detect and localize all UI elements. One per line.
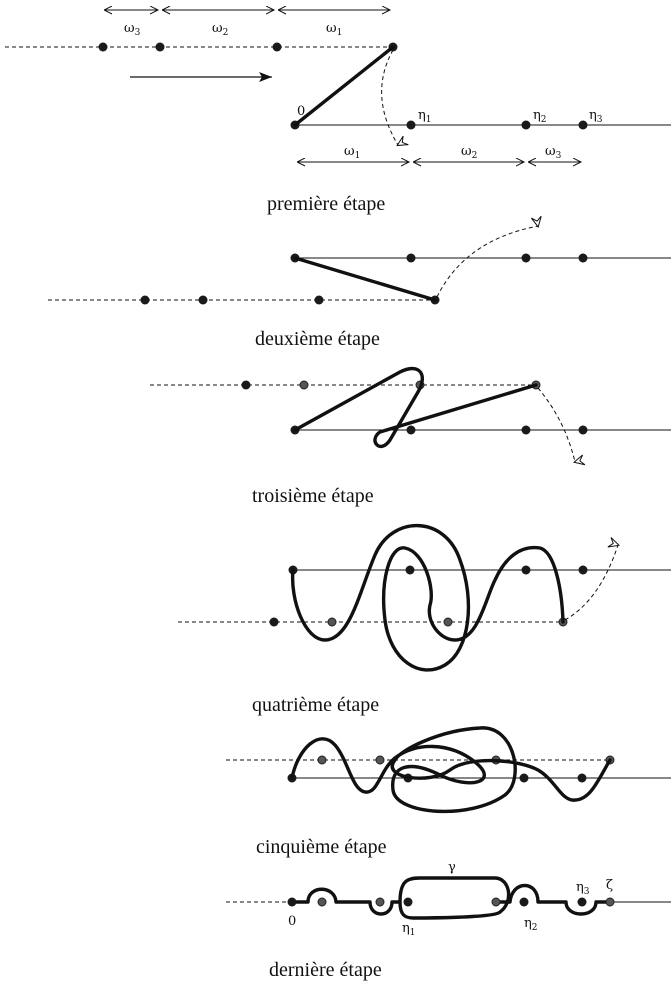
eta3-label: η3 <box>576 880 590 897</box>
eta2-point <box>519 773 529 783</box>
eta1-point <box>405 565 415 575</box>
omega3-label-top: ω3 <box>124 21 141 38</box>
shifted-point <box>443 617 453 627</box>
eta3-point <box>578 565 588 575</box>
gamma-label: γ <box>448 860 456 875</box>
shifted-point <box>269 617 279 627</box>
shifted-point <box>198 295 208 305</box>
eta2-label: η2 <box>524 916 538 933</box>
omega1-label-top: ω1 <box>326 21 342 38</box>
stage-3: troisième étape <box>150 366 671 507</box>
omega3-label-bottom: ω3 <box>545 144 562 161</box>
path-segment <box>293 45 395 127</box>
stage-4: quatrième étape <box>178 523 671 716</box>
zeta-point <box>605 897 615 907</box>
shifted-point <box>327 617 337 627</box>
eta2-point <box>521 253 531 263</box>
eta1-label: η1 <box>418 108 432 125</box>
eta1-point <box>406 253 416 263</box>
eta1-label: η1 <box>402 921 416 938</box>
eta3-point <box>578 425 588 435</box>
eta1-point <box>406 425 416 435</box>
zeta-label: ζ <box>606 878 613 893</box>
final-path-left <box>290 887 402 916</box>
omega2-label-top: ω2 <box>212 21 228 38</box>
stage-final: γ 0 η1 η2 η3 ζ dernière étape <box>226 860 671 981</box>
eta2-point <box>519 897 529 907</box>
omega1-label-bottom: ω1 <box>344 144 360 161</box>
shifted-point <box>140 295 150 305</box>
shifted-point <box>314 295 324 305</box>
eta3-point <box>578 253 588 263</box>
zero-label: 0 <box>297 104 305 119</box>
eta3-point <box>578 120 588 130</box>
stage-caption: dernière étape <box>269 959 382 981</box>
stage-1: ω3 ω2 ω1 0 η1 η2 η3 ω1 ω2 ω3 première ét… <box>5 10 671 215</box>
grey-point <box>317 897 327 907</box>
rotation-arrow <box>564 545 618 621</box>
stage-caption: cinquième étape <box>256 836 387 858</box>
eta3-label: η3 <box>589 108 603 125</box>
eta3-point <box>577 897 587 907</box>
eta2-label: η2 <box>533 108 547 125</box>
eta1-point <box>403 897 413 907</box>
eta1-point <box>406 120 416 130</box>
path-curve <box>290 523 565 672</box>
zero-label: 0 <box>288 914 296 929</box>
rotation-arrow <box>537 387 575 462</box>
grey-point <box>491 897 501 907</box>
stage-caption: quatrième étape <box>252 694 379 716</box>
grey-point <box>375 897 385 907</box>
origin-point <box>287 897 297 907</box>
stage-caption: première étape <box>267 193 385 215</box>
stage-caption: deuxième étape <box>255 328 380 350</box>
eta2-point <box>521 565 531 575</box>
rotation-arrow <box>381 49 398 145</box>
stage-caption: troisième étape <box>252 485 374 507</box>
upper-point <box>98 42 108 52</box>
eta3-point <box>577 773 587 783</box>
shifted-point <box>317 755 327 765</box>
omega2-label-bottom: ω2 <box>461 144 477 161</box>
shifted-point <box>299 380 309 390</box>
gamma-loop <box>398 876 511 920</box>
upper-point <box>272 42 282 52</box>
eta2-point <box>521 120 531 130</box>
stage-5: cinquième étape <box>226 726 671 858</box>
shifted-point <box>375 755 385 765</box>
path-curve <box>290 726 612 814</box>
path-curve <box>293 366 538 448</box>
final-path-right <box>498 884 612 916</box>
stage-2: deuxième étape <box>48 226 671 350</box>
path-segment <box>293 256 437 302</box>
shifted-point <box>241 380 251 390</box>
upper-point <box>155 42 165 52</box>
eta2-point <box>521 425 531 435</box>
rotation-arrow <box>436 226 538 298</box>
